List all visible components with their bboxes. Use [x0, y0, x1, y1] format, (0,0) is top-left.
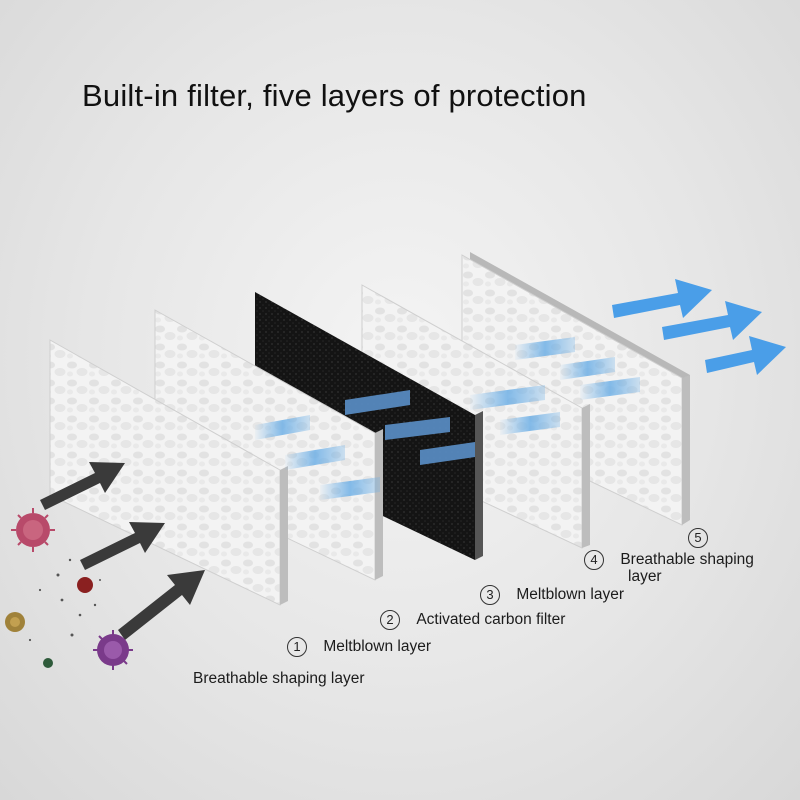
number-4-badge: 4	[584, 550, 604, 570]
label-activated-carbon-filter: 2 Activated carbon filter	[380, 610, 565, 630]
label-breathable-shaping-layer-back: 4 Breathable shaping	[584, 550, 754, 570]
virus-icon	[93, 630, 133, 670]
virus-icon	[5, 612, 25, 632]
air-flow-stripes	[255, 337, 640, 500]
outgoing-air-arrow-icon	[612, 279, 786, 375]
number-2-badge: 2	[380, 610, 400, 630]
incoming-air-arrow-icon	[40, 462, 205, 640]
layer-3-carbon-panel	[255, 292, 483, 560]
diagram-title: Built-in filter, five layers of protecti…	[82, 78, 587, 113]
virus-icon	[11, 508, 55, 552]
label-layer-5-number: 5	[688, 528, 720, 548]
virus-icon	[77, 577, 93, 593]
number-5-badge: 5	[688, 528, 708, 548]
label-meltblown-layer-1: 1 Meltblown layer	[287, 637, 431, 657]
number-3-badge: 3	[480, 585, 500, 605]
layer-1-panel	[49, 339, 288, 606]
dust-particles	[28, 558, 101, 642]
virus-icon	[43, 658, 53, 668]
label-meltblown-layer-3: 3 Meltblown layer	[480, 585, 624, 605]
label-breathable-shaping-layer-front: Breathable shaping layer	[193, 670, 365, 687]
number-1-badge: 1	[287, 637, 307, 657]
label-layer-continuation: layer	[628, 568, 662, 585]
